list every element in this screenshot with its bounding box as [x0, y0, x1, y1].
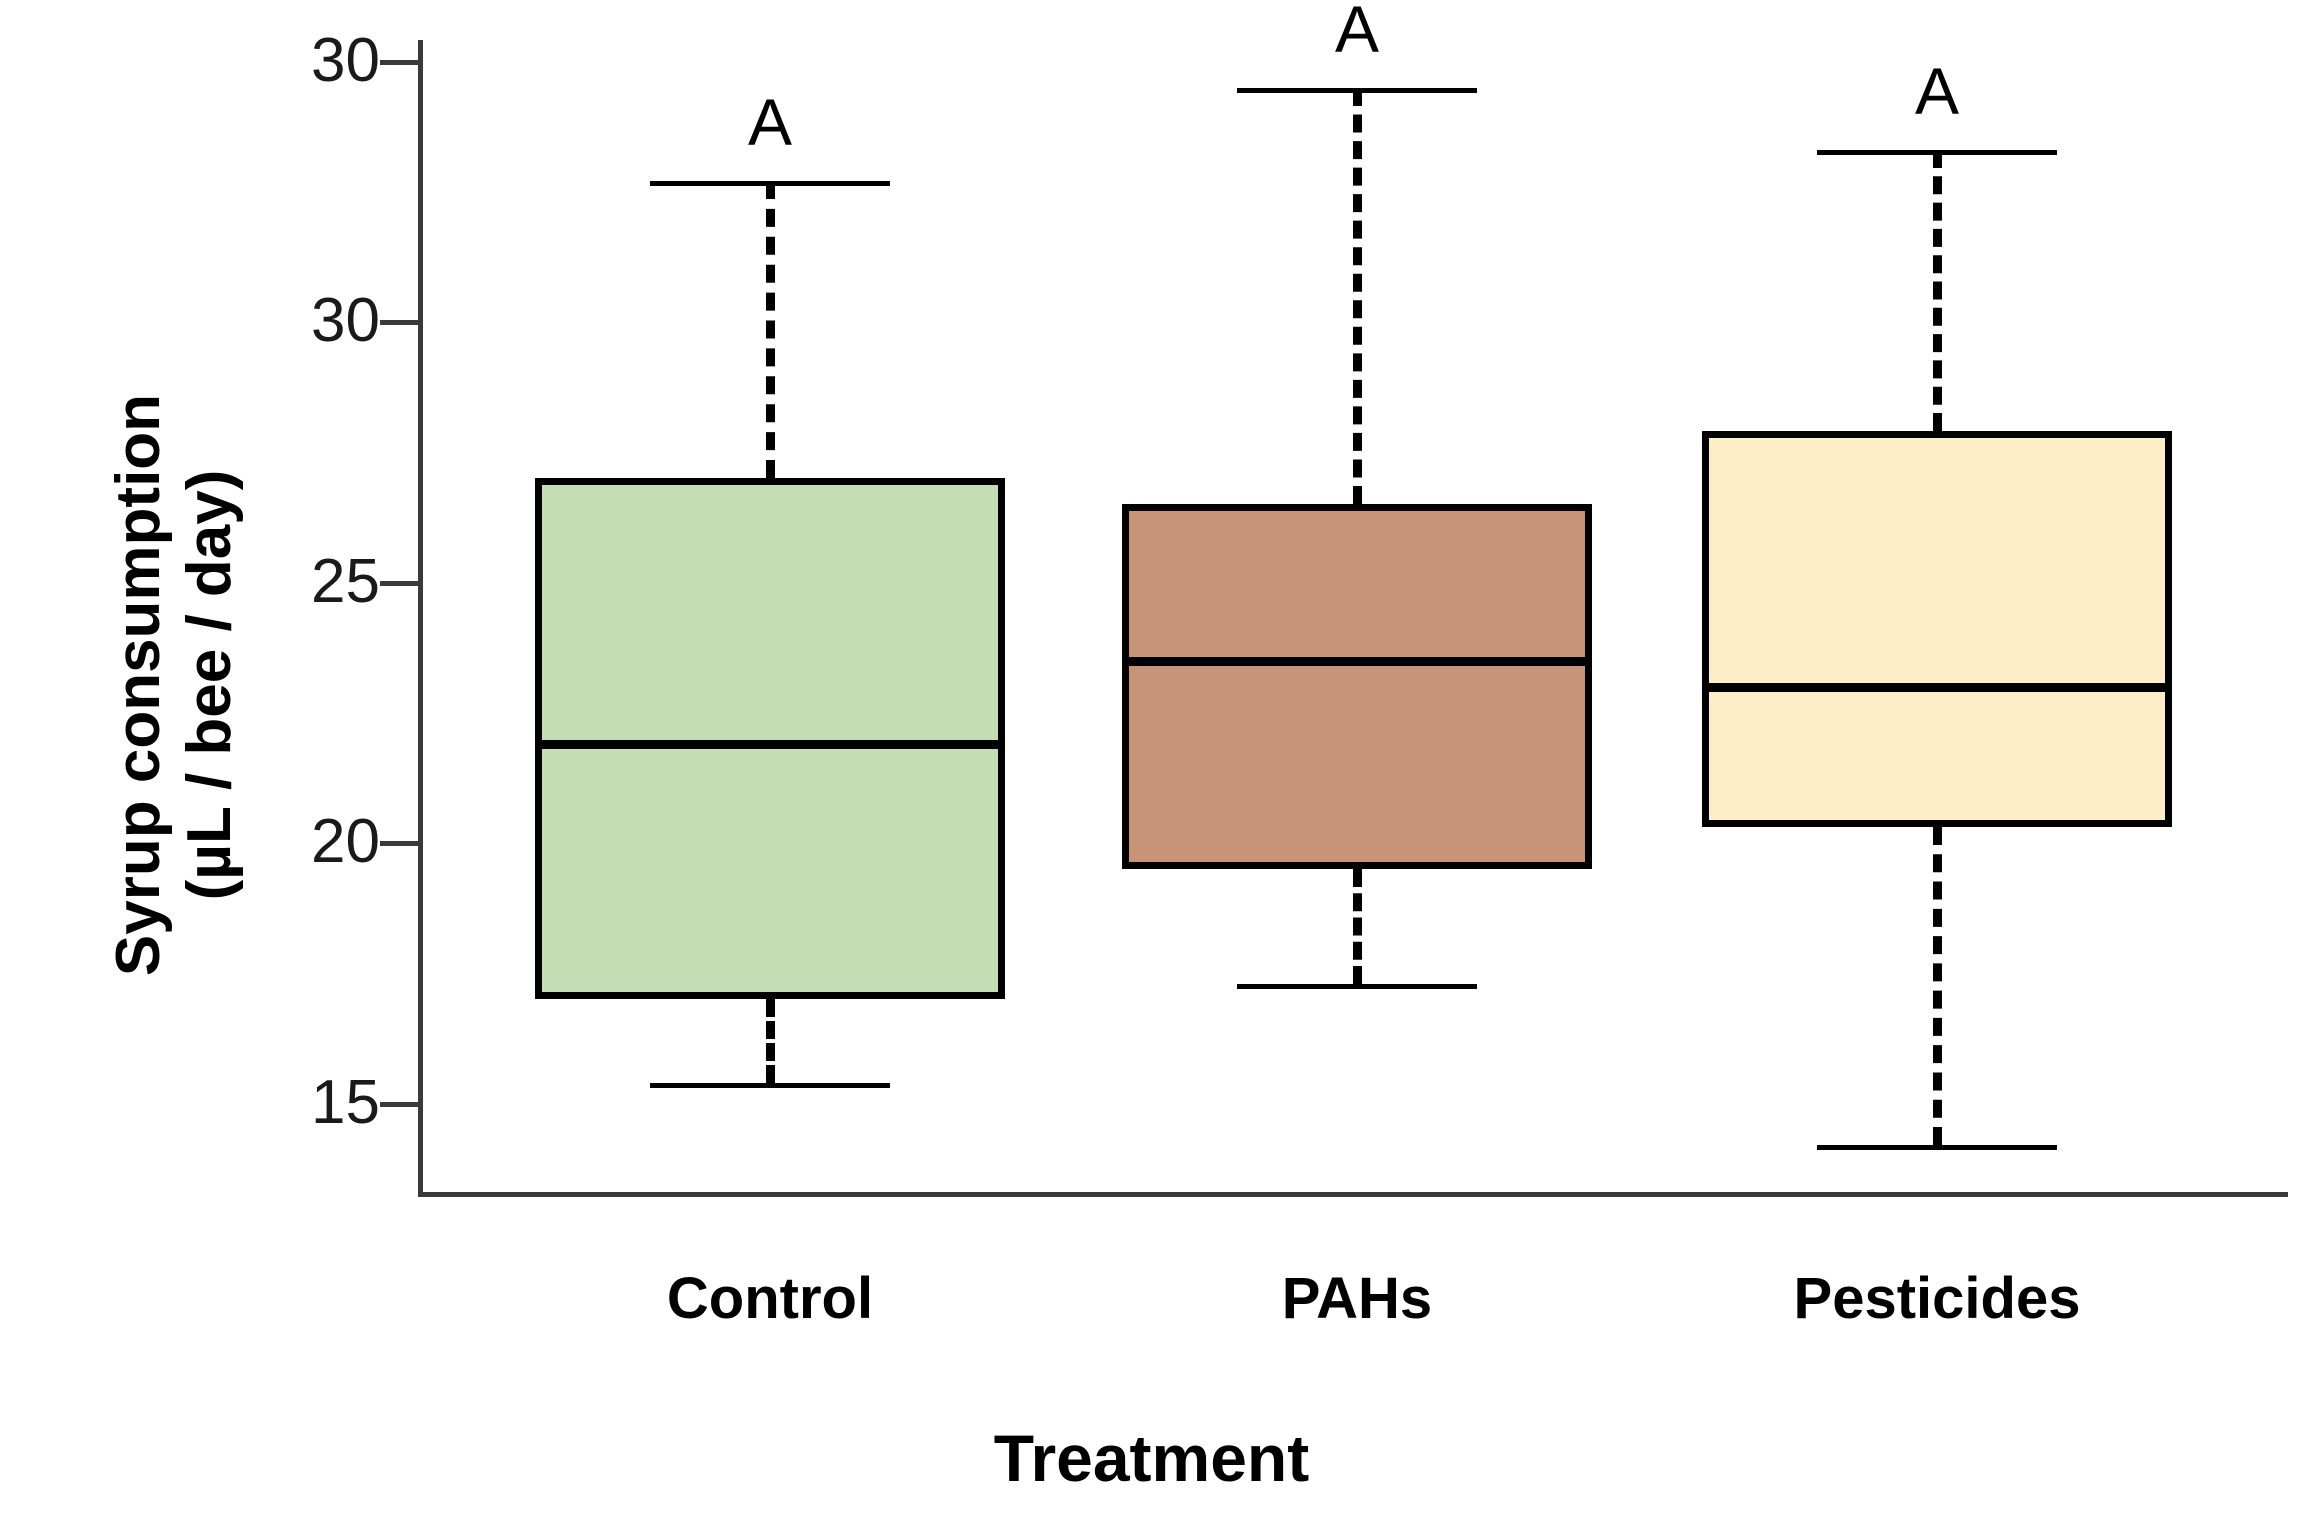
lower-whisker-stem [766, 999, 775, 1083]
lower-whisker-cap [1817, 1145, 2057, 1151]
lower-whisker-stem [1353, 869, 1362, 984]
median-line [1702, 682, 2172, 692]
x-axis-line [418, 1192, 2288, 1197]
y-tick-label-0: 30 [311, 25, 380, 95]
significance-letter-control: A [747, 85, 793, 160]
y-axis-tick-labels: 30 30 25 20 15 [190, 0, 380, 1532]
upper-whisker-stem [766, 181, 775, 479]
significance-letter-pahs: A [1334, 0, 1380, 66]
y-tick-mark-4 [380, 1101, 422, 1107]
y-tick-label-4: 15 [311, 1067, 380, 1137]
median-line [535, 740, 1005, 749]
x-tick-label-pahs: PAHs [1281, 1266, 1433, 1331]
box-iqr-rect[interactable] [1702, 431, 2172, 828]
y-tick-label-3: 20 [311, 807, 380, 876]
median-line [1122, 656, 1592, 666]
upper-whisker-stem [1933, 150, 1942, 432]
box-iqr-rect[interactable] [1122, 504, 1592, 870]
significance-letter-pesticides: A [1914, 54, 1960, 129]
lower-whisker-cap [1237, 983, 1477, 989]
x-tick-label-control: Control [666, 1266, 874, 1331]
y-axis-line [418, 40, 423, 1195]
x-tick-label-pesticides: Pesticides [1793, 1266, 2081, 1331]
y-tick-label-1: 30 [311, 286, 380, 355]
y-tick-label-2: 25 [311, 546, 380, 616]
upper-whisker-cap [1817, 150, 2057, 156]
lower-whisker-cap [650, 1082, 890, 1088]
x-axis-title: Treatment [993, 1421, 1310, 1495]
y-tick-mark-3 [380, 841, 422, 846]
box-iqr-rect[interactable] [535, 478, 1005, 1000]
y-tick-mark-2 [380, 580, 422, 586]
lower-whisker-stem [1933, 827, 1942, 1146]
upper-whisker-cap [650, 181, 890, 187]
y-tick-mark-1 [380, 320, 422, 325]
upper-whisker-cap [1237, 87, 1477, 93]
upper-whisker-stem [1353, 87, 1362, 505]
y-tick-mark-0 [380, 59, 422, 65]
